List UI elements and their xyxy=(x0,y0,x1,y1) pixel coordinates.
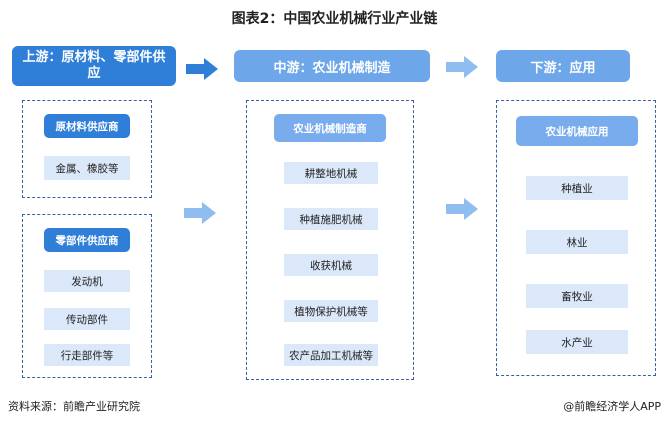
downstream-header: 下游：应用 xyxy=(496,50,630,82)
parts-supplier-header: 零部件供应商 xyxy=(44,228,130,252)
manufacturing-item: 植物保护机械等 xyxy=(284,300,378,322)
application-item: 林业 xyxy=(526,230,628,254)
manufacturing-item: 收获机械 xyxy=(284,254,378,276)
arrow-right-icon xyxy=(186,58,218,80)
parts-item: 传动部件 xyxy=(44,308,130,330)
downstream-group xyxy=(496,100,656,376)
manufacturer-header: 农业机械制造商 xyxy=(274,114,386,142)
arrow-right-icon xyxy=(446,198,478,220)
application-item: 畜牧业 xyxy=(526,284,628,308)
midstream-group xyxy=(246,100,414,380)
parts-group xyxy=(22,214,152,378)
arrow-right-icon xyxy=(446,56,478,78)
application-header: 农业机械应用 xyxy=(516,116,638,146)
page-title: 图表2：中国农业机械行业产业链 xyxy=(231,11,438,27)
manufacturing-item: 耕整地机械 xyxy=(284,162,378,184)
midstream-header: 中游：农业机械制造 xyxy=(234,50,430,82)
manufacturing-item: 农产品加工机械等 xyxy=(284,344,378,366)
raw-material-supplier-header: 原材料供应商 xyxy=(44,114,130,138)
application-item: 种植业 xyxy=(526,176,628,200)
parts-item: 行走部件等 xyxy=(44,344,130,366)
raw-material-group xyxy=(22,100,152,198)
parts-item: 发动机 xyxy=(44,270,130,292)
raw-material-item: 金属、橡胶等 xyxy=(44,156,130,180)
credit-note: @前瞻经济学人APP xyxy=(563,400,661,413)
manufacturing-item: 种植施肥机械 xyxy=(284,208,378,230)
arrow-right-icon xyxy=(184,202,216,224)
source-note: 资料来源：前瞻产业研究院 xyxy=(8,400,140,413)
application-item: 水产业 xyxy=(526,330,628,354)
upstream-header: 上游：原材料、零部件供应 xyxy=(12,46,176,86)
